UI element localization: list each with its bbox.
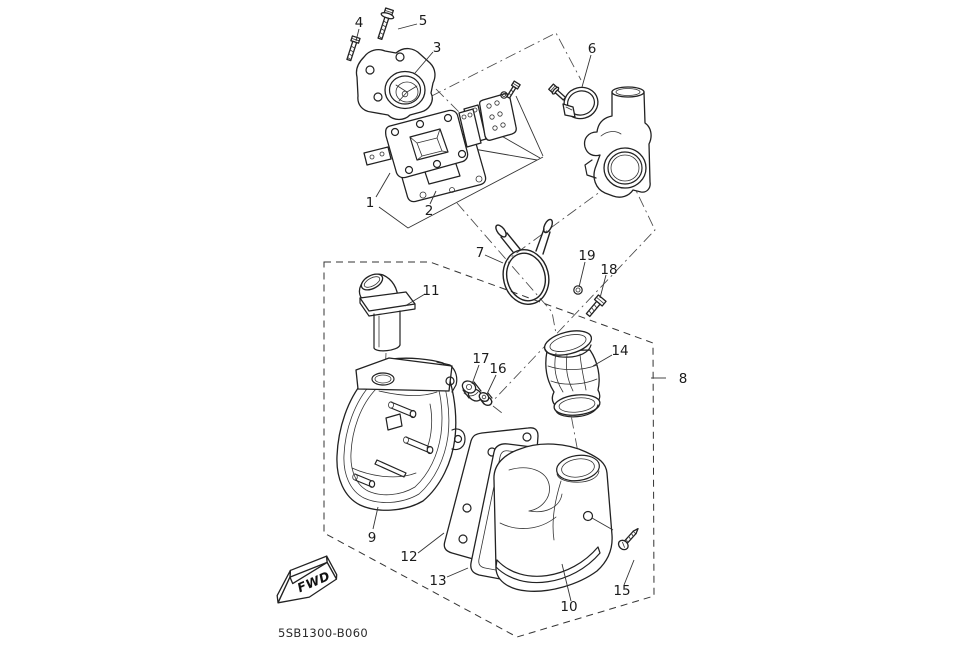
callout-18: 18 bbox=[600, 262, 617, 278]
callout-11: 11 bbox=[422, 283, 439, 299]
callout-16: 16 bbox=[489, 361, 506, 377]
leader-line-15 bbox=[623, 559, 635, 586]
part-19-washer bbox=[573, 285, 583, 295]
fwd-arrow: FWD bbox=[276, 555, 338, 604]
part-6-carburetor-clamp bbox=[548, 83, 599, 120]
leader-line-14 bbox=[592, 354, 613, 367]
part-11-intake-snorkel bbox=[358, 273, 416, 352]
callout-10: 10 bbox=[560, 599, 577, 615]
callout-7: 7 bbox=[476, 245, 485, 261]
part-15-screw bbox=[617, 527, 639, 551]
callout-17: 17 bbox=[472, 351, 489, 367]
leader-line-18 bbox=[599, 274, 607, 299]
leader-line-12 bbox=[417, 532, 445, 554]
leader-line-4 bbox=[355, 28, 360, 42]
leader-line-9 bbox=[372, 506, 379, 530]
leader-line-13 bbox=[446, 567, 469, 578]
part-16-collar bbox=[478, 392, 493, 406]
leader-line-10 bbox=[561, 563, 572, 602]
leader-line-6 bbox=[581, 54, 592, 88]
reed-petal-front bbox=[458, 108, 482, 148]
part-18-bolt bbox=[585, 294, 607, 318]
callout-8: 8 bbox=[679, 371, 688, 387]
part-5-bolt bbox=[377, 7, 395, 40]
part-1-grouping-lines bbox=[467, 95, 544, 161]
leader-line-5 bbox=[397, 23, 418, 30]
leader-line-17 bbox=[471, 364, 480, 385]
part-9-air-cleaner-case bbox=[336, 357, 466, 511]
callout-14: 14 bbox=[611, 343, 628, 359]
leader-line-19 bbox=[578, 261, 586, 288]
callout-9: 9 bbox=[368, 530, 377, 546]
part-14-air-duct-joint bbox=[543, 330, 601, 418]
callout-2: 2 bbox=[425, 203, 434, 219]
leader-line-16 bbox=[486, 374, 497, 395]
leader-line-1 bbox=[378, 156, 544, 229]
diagram-code: 5SB1300-B060 bbox=[278, 626, 368, 640]
callout-6: 6 bbox=[588, 41, 597, 57]
leader-line-3 bbox=[414, 51, 434, 74]
leader-line-11 bbox=[404, 293, 426, 307]
part-4-bolt bbox=[346, 35, 361, 62]
part-3-intake-manifold bbox=[355, 47, 436, 121]
callout-3: 3 bbox=[433, 40, 442, 56]
callout-4: 4 bbox=[355, 15, 364, 31]
carburetor-reference bbox=[583, 86, 652, 198]
callout-13: 13 bbox=[429, 573, 446, 589]
leader-line-1 bbox=[375, 172, 391, 198]
part-17-grommet bbox=[461, 380, 483, 402]
part-7-duct-clamp bbox=[495, 218, 554, 305]
callout-5: 5 bbox=[419, 13, 428, 29]
callout-15: 15 bbox=[613, 583, 630, 599]
callout-19: 19 bbox=[578, 248, 595, 264]
part-1-reed-valve-assembly bbox=[363, 80, 521, 179]
leader-line-2 bbox=[429, 190, 437, 205]
callout-12: 12 bbox=[400, 549, 417, 565]
part-10-case-cap bbox=[493, 443, 614, 592]
callout-1: 1 bbox=[366, 195, 375, 211]
leader-line-7 bbox=[484, 254, 504, 264]
